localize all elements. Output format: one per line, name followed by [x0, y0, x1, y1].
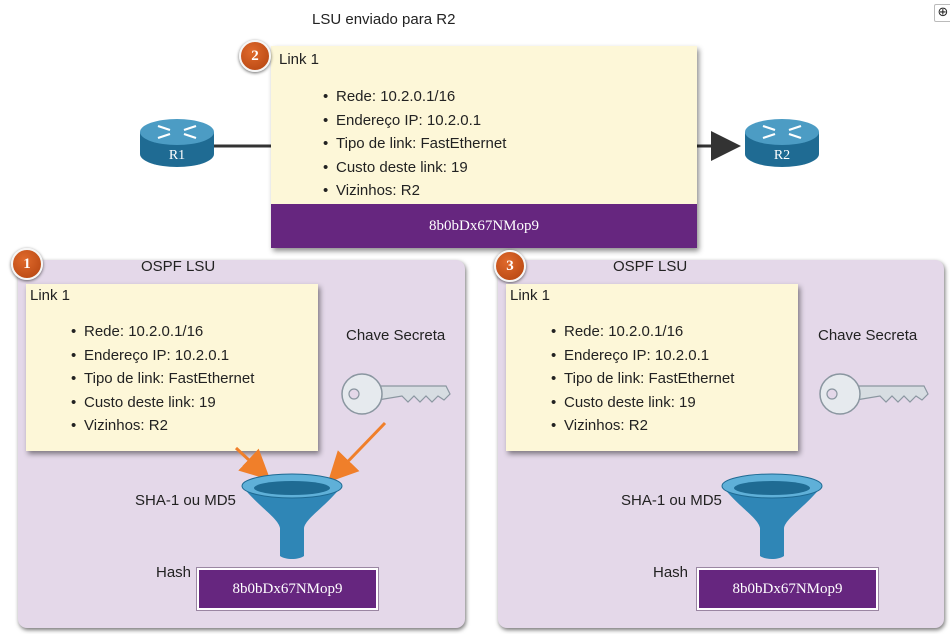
algorithm-label: SHA-1 ou MD5 [135, 492, 236, 509]
router-icon [140, 119, 214, 167]
field-rede: Rede: 10.2.0.1/16 [323, 85, 506, 109]
hash-label: Hash [156, 564, 192, 581]
router-r2[interactable]: R2 [743, 116, 821, 172]
field-custo: Custo deste link: 19 [323, 156, 506, 180]
field-custo: Custo deste link: 19 [71, 391, 254, 415]
lsu-card: Link 1 Rede: 10.2.0.1/16 Endereço IP: 10… [26, 284, 318, 451]
lsu-fields: Rede: 10.2.0.1/16 Endereço IP: 10.2.0.1 … [323, 85, 506, 203]
field-vizinhos: Vizinhos: R2 [71, 414, 254, 438]
panel-title: OSPF LSU [613, 258, 688, 275]
router-label: R2 [773, 148, 791, 163]
link-label: Link 1 [510, 287, 551, 304]
step-badge-2: 2 [239, 40, 271, 72]
hash-label: Hash [653, 564, 689, 581]
link-label: Link 1 [30, 287, 71, 304]
diagram-title: LSU enviado para R2 [312, 11, 456, 28]
zoom-in-icon[interactable]: ⊕ [934, 4, 950, 22]
field-endereco-ip: Endereço IP: 10.2.0.1 [551, 344, 734, 368]
lsu-card: Link 1 Rede: 10.2.0.1/16 Endereço IP: 10… [506, 284, 798, 451]
field-tipo-link: Tipo de link: FastEthernet [323, 132, 506, 156]
field-rede: Rede: 10.2.0.1/16 [71, 320, 254, 344]
hash-value-box: 8b0bDx67NMop9 [196, 567, 379, 611]
field-tipo-link: Tipo de link: FastEthernet [551, 367, 734, 391]
key-icon [819, 373, 929, 415]
field-vizinhos: Vizinhos: R2 [323, 179, 506, 203]
funnel-icon [241, 473, 343, 559]
router-label: R1 [168, 148, 186, 163]
step-badge-3: 3 [494, 250, 526, 282]
field-endereco-ip: Endereço IP: 10.2.0.1 [323, 109, 506, 133]
router-icon [745, 119, 819, 167]
panel-title: OSPF LSU [141, 258, 216, 275]
step-badge-1: 1 [11, 248, 43, 280]
field-custo: Custo deste link: 19 [551, 391, 734, 415]
field-endereco-ip: Endereço IP: 10.2.0.1 [71, 344, 254, 368]
key-icon [341, 373, 451, 415]
key-label: Chave Secreta [346, 327, 446, 344]
router-r1[interactable]: R1 [138, 116, 216, 172]
field-vizinhos: Vizinhos: R2 [551, 414, 734, 438]
sent-lsu-card: Link 1 Rede: 10.2.0.1/16 Endereço IP: 10… [271, 46, 697, 248]
field-tipo-link: Tipo de link: FastEthernet [71, 367, 254, 391]
algorithm-label: SHA-1 ou MD5 [621, 492, 722, 509]
link-label: Link 1 [279, 51, 320, 68]
key-label: Chave Secreta [818, 327, 918, 344]
lsu-fields: Rede: 10.2.0.1/16 Endereço IP: 10.2.0.1 … [71, 320, 254, 438]
hash-value-box: 8b0bDx67NMop9 [696, 567, 879, 611]
field-rede: Rede: 10.2.0.1/16 [551, 320, 734, 344]
lsu-fields: Rede: 10.2.0.1/16 Endereço IP: 10.2.0.1 … [551, 320, 734, 438]
hash-bar: 8b0bDx67NMop9 [271, 204, 697, 248]
funnel-icon [721, 473, 823, 559]
